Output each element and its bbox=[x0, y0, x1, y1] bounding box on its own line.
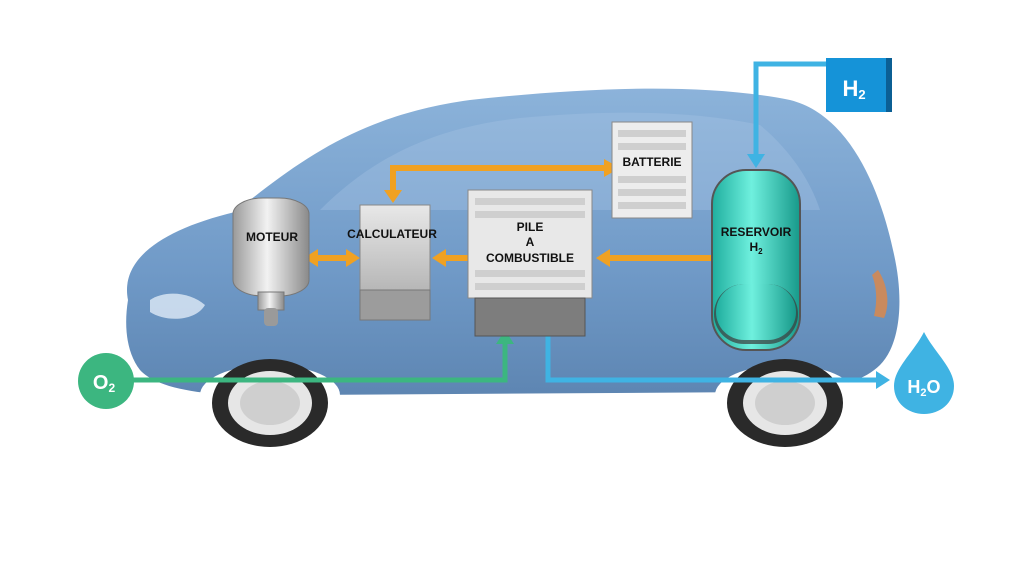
reservoir-label-h2: H2 bbox=[749, 240, 763, 256]
o2-input-sub: 2 bbox=[108, 381, 115, 395]
batterie-component: BATTERIE bbox=[611, 121, 693, 219]
reservoir-label: RESERVOIR bbox=[721, 225, 792, 239]
reservoir-label-line1: RESERVOIR bbox=[721, 225, 792, 239]
h2o-output-main: H bbox=[907, 377, 920, 397]
pile-label-line2: A bbox=[526, 235, 535, 249]
car-taillight bbox=[872, 270, 888, 318]
orange-arrows bbox=[304, 159, 712, 267]
h2-input-sub: 2 bbox=[858, 87, 865, 102]
h2-input-box: H2 bbox=[826, 58, 892, 112]
h2o-output-sub: 2 bbox=[920, 387, 926, 399]
h2-supply-line bbox=[753, 61, 826, 158]
reservoir-component: RESERVOIR H2 bbox=[711, 169, 801, 351]
h2o-output-tail: O bbox=[927, 377, 941, 397]
car-window bbox=[320, 112, 820, 210]
rear-wheel bbox=[727, 359, 843, 447]
h2-input-main: H bbox=[842, 76, 858, 101]
reservoir-h-subscript: 2 bbox=[758, 247, 763, 256]
reservoir-h-text: H bbox=[749, 240, 758, 254]
blue-lines bbox=[545, 61, 890, 389]
calculateur-component: CALCULATEUR bbox=[347, 204, 437, 321]
water-drop-icon bbox=[894, 332, 954, 414]
green-line bbox=[132, 330, 514, 383]
o2-input-main: O bbox=[93, 372, 109, 394]
o2-input-label: O2 bbox=[93, 372, 116, 395]
arrow-calculateur-batterie bbox=[390, 165, 612, 198]
oxygen-supply-line bbox=[132, 340, 508, 383]
calculateur-label: CALCULATEUR bbox=[347, 227, 437, 241]
h2o-output-drop: H2O bbox=[894, 332, 954, 414]
pile-label-line3: COMBUSTIBLE bbox=[486, 251, 574, 265]
front-wheel bbox=[212, 359, 328, 447]
batterie-label: BATTERIE bbox=[622, 155, 681, 169]
car-headlight bbox=[150, 293, 205, 319]
moteur-component: MOTEUR bbox=[232, 197, 310, 326]
water-exhaust-line bbox=[545, 330, 878, 383]
pile-component: PILE A COMBUSTIBLE bbox=[467, 189, 593, 337]
pile-label-line1: PILE bbox=[517, 220, 544, 234]
h2o-output-label: H2O bbox=[907, 377, 940, 399]
moteur-label: MOTEUR bbox=[246, 230, 298, 244]
h2-input-label: H2 bbox=[842, 76, 865, 102]
o2-input-circle: O2 bbox=[78, 353, 134, 409]
